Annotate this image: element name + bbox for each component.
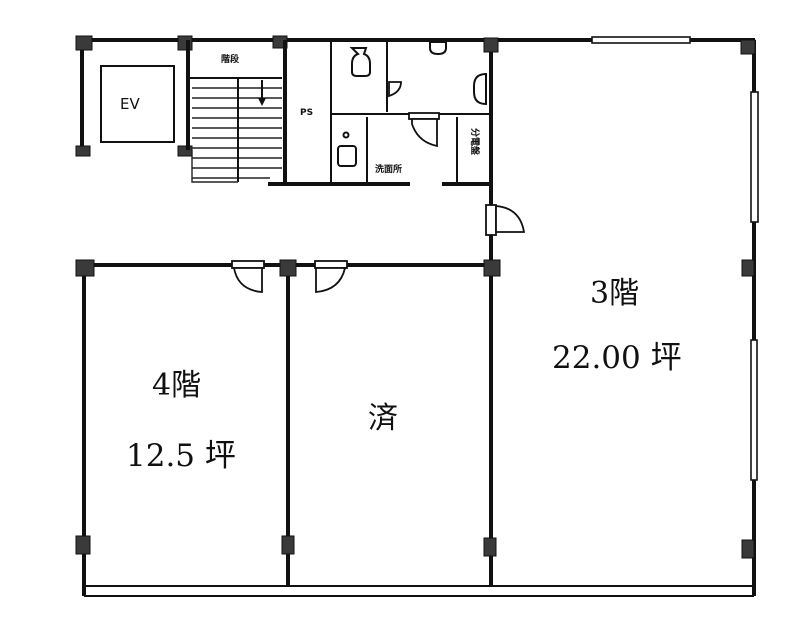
stairs-label: 階段 [221, 53, 240, 65]
column [741, 259, 755, 277]
unit-3f-floor-label: 3階 [590, 276, 639, 311]
unit-3f-area-label: 22.00 坪 [552, 340, 682, 376]
door-3f-frame [485, 204, 497, 236]
unit-4f-floor-label: 4階 [152, 368, 201, 403]
column [740, 39, 756, 55]
column [483, 537, 497, 557]
column [75, 35, 93, 51]
unit-middle[interactable]: 済 [368, 401, 398, 436]
pipe-shaft: PS [300, 40, 332, 184]
column [75, 535, 91, 555]
door-middle-frame [314, 260, 348, 269]
window-top [591, 36, 691, 44]
column [75, 259, 95, 277]
stairs: 階段 [186, 40, 287, 186]
restroom-block: 洗面所 分電盤 [268, 40, 489, 186]
door-4f-frame [231, 260, 265, 269]
door-3f[interactable] [495, 205, 526, 233]
column [75, 145, 91, 157]
unit-walls [80, 40, 494, 586]
elevator-label: EV [120, 95, 140, 113]
window-right-upper [750, 91, 759, 223]
unit-3f[interactable]: 3階 22.00 坪 [552, 276, 682, 376]
column [483, 259, 501, 277]
sink-icon [429, 41, 447, 56]
door-4f[interactable] [232, 267, 263, 293]
unit-4f[interactable]: 4階 12.5 坪 [126, 368, 236, 474]
panel-label: 分電盤 [469, 128, 481, 156]
door-middle[interactable] [315, 267, 347, 293]
doors [231, 204, 526, 293]
faucet-icon [342, 131, 350, 139]
mop-sink-icon [337, 145, 357, 167]
urinal-icon [473, 72, 487, 106]
column [279, 259, 297, 277]
pipe-shaft-label: PS [300, 108, 313, 118]
restroom-door[interactable] [411, 118, 438, 148]
stairs-down-arrow-icon [258, 98, 266, 106]
window-right-lower [750, 339, 758, 481]
column [741, 539, 755, 559]
unit-4f-area-label: 12.5 坪 [126, 438, 236, 474]
stall-door[interactable] [388, 81, 402, 98]
elevator: EV [100, 65, 175, 143]
column [483, 37, 499, 53]
washroom-label: 洗面所 [375, 163, 402, 175]
unit-middle-status-label: 済 [368, 401, 398, 436]
toilet-icon [349, 47, 371, 77]
column [281, 535, 295, 555]
